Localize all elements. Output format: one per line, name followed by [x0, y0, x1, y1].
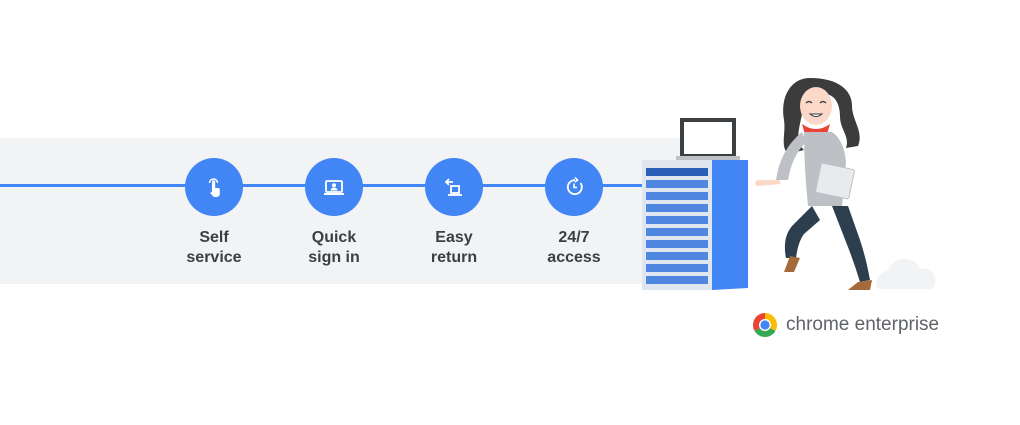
- step-label: Easy return: [430, 229, 478, 266]
- return-icon: [425, 158, 483, 216]
- touch-icon: [185, 158, 243, 216]
- step-label: 24/7 access: [547, 229, 601, 266]
- woman-character: [755, 78, 872, 290]
- step-label: Self service: [186, 229, 242, 266]
- kiosk-shelves: [646, 168, 708, 284]
- kiosk-door: [712, 160, 748, 290]
- step-self-service: Self service: [154, 158, 274, 268]
- clock-icon: [545, 158, 603, 216]
- step-24-7-access: 24/7 access: [514, 158, 634, 268]
- kiosk-illustration: [642, 78, 936, 290]
- chrome-enterprise-brand: chrome enterprise: [752, 312, 939, 338]
- step-label: Quick sign in: [308, 229, 360, 266]
- laptop-user-icon: [305, 158, 363, 216]
- step-quick-sign-in: Quick sign in: [274, 158, 394, 268]
- step-easy-return: Easy return: [394, 158, 514, 268]
- cloud-shape: [876, 258, 936, 289]
- chrome-logo-icon: [753, 313, 777, 337]
- brand-name: chrome enterprise: [786, 314, 940, 335]
